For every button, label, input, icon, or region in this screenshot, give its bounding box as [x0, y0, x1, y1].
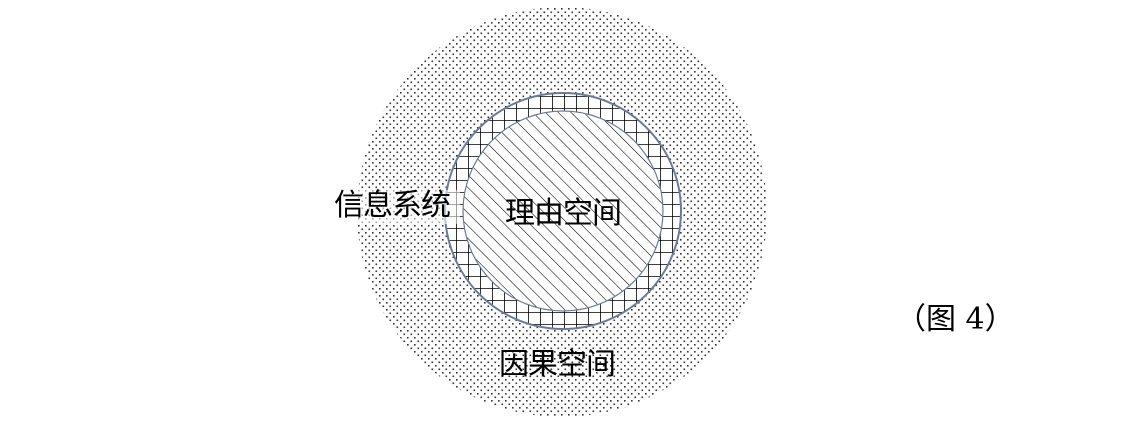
- information-system-label: 信息系统: [334, 188, 451, 223]
- reason-space-region: [463, 111, 663, 311]
- causal-space-label: 因果空间: [499, 347, 616, 382]
- figure-caption: （图 4）: [896, 302, 1015, 337]
- inner-boundary-line: [462, 110, 664, 312]
- info-label-backdrop: [334, 190, 460, 224]
- reason-space-label: 理由空间: [505, 196, 622, 231]
